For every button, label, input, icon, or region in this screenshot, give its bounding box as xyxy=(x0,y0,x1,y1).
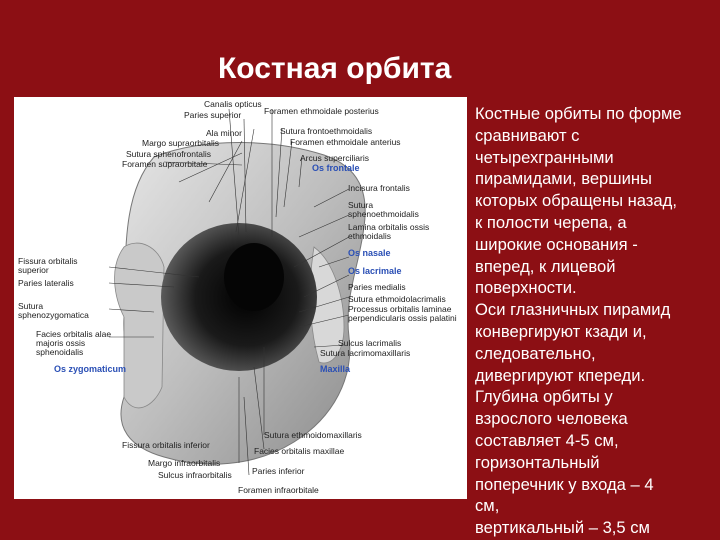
label-os-nasale: Os nasale xyxy=(348,248,391,258)
leader-lines xyxy=(108,108,350,476)
label-facies-orbitalis-alae-majoris: Facies orbitalis alae majoris ossis sphe… xyxy=(36,329,112,357)
text-line: вперед, к лицевой xyxy=(475,256,616,276)
label-sulcus-lacrimalis: Sulcus lacrimalis xyxy=(338,338,402,348)
label-os-zygomaticum: Os zygomaticum xyxy=(54,364,127,374)
text-line: составляет 4-5 см, xyxy=(475,430,619,450)
text-line: поперечник у входа – 4 xyxy=(475,474,654,494)
label-paries-inferior: Paries inferior xyxy=(252,466,305,476)
text-line: которых обращены назад, xyxy=(475,191,677,211)
text-line: конвергируют кзади и, xyxy=(475,321,647,341)
label-facies-orbitalis-maxillae: Facies orbitalis maxillae xyxy=(254,446,345,456)
text-line: дивергируют кпереди. xyxy=(475,365,646,385)
text-line: поверхности. xyxy=(475,278,577,298)
label-margo-infraorbitalis: Margo infraorbitalis xyxy=(148,458,221,468)
label-lamina-orbitalis: Lamina orbitalis ossis ethmoidalis xyxy=(348,222,430,241)
text-line: горизонтальный xyxy=(475,452,600,472)
label-margo-supraorbitalis: Margo supraorbitalis xyxy=(142,138,220,148)
text-line: пирамидами, вершины xyxy=(475,169,652,189)
text-line: к полости черепа, а xyxy=(475,212,627,232)
label-foramen-ethmoidale-anterius: Foramen ethmoidale anterius xyxy=(290,137,401,147)
text-line: см, xyxy=(475,496,500,516)
label-paries-lateralis: Paries lateralis xyxy=(18,278,74,288)
text-line: четырехгранными xyxy=(475,147,614,167)
label-sutura-ethmoidomaxillaris: Sutura ethmoidomaxillaris xyxy=(264,430,362,440)
text-line: вертикальный – 3,5 см xyxy=(475,518,650,538)
text-line: сравнивают с xyxy=(475,125,580,145)
label-processus-orbitalis: Processus orbitalis laminae perpendicula… xyxy=(348,304,457,323)
label-sutura-sphenofrontalis: Sutura sphenofrontalis xyxy=(126,149,212,159)
label-os-lacrimale: Os lacrimale xyxy=(348,266,402,276)
zygomatic-bone xyxy=(114,242,165,409)
text-line: взрослого человека xyxy=(475,409,628,429)
label-sulcus-infraorbitalis: Sulcus infraorbitalis xyxy=(158,470,232,480)
orbit-inner xyxy=(224,243,284,311)
label-fissura-orbitalis-superior: Fissura orbitalis superior xyxy=(18,256,78,275)
label-sutura-sphenozygomatica: Sutura sphenozygomatica xyxy=(18,301,89,320)
text-line: широкие основания - xyxy=(475,234,638,254)
label-foramen-infraorbitale: Foramen infraorbitale xyxy=(238,485,319,495)
slide-title: Костная орбита xyxy=(218,52,452,85)
label-incisura-frontalis: Incisura frontalis xyxy=(348,183,410,193)
label-canalis-opticus: Canalis opticus xyxy=(204,99,262,109)
label-paries-medialis: Paries medialis xyxy=(348,282,406,292)
label-sutura-sphenoethmoidalis: Sutura sphenoethmoidalis xyxy=(348,200,419,219)
label-sutura-ethmoidolacrimalis: Sutura ethmoidolacrimalis xyxy=(348,294,446,304)
label-sutura-frontoethmoidalis: Sutura frontoethmoidalis xyxy=(280,126,373,136)
text-line: Костные орбиты по форме xyxy=(475,104,682,123)
label-maxilla: Maxilla xyxy=(320,364,351,374)
label-foramen-supraorbitale: Foramen supraorbitale xyxy=(122,159,208,169)
label-os-frontale: Os frontale xyxy=(312,163,360,173)
orbit-anatomy-figure: Canalis opticus Paries superior Ala mino… xyxy=(14,97,467,499)
label-foramen-ethmoidale-posterius: Foramen ethmoidale posterius xyxy=(264,106,379,116)
text-line: следовательно, xyxy=(475,343,596,363)
body-text: Костные орбиты по форме сравнивают с чет… xyxy=(475,103,715,539)
label-sutura-lacrimomaxillaris: Sutura lacrimomaxillaris xyxy=(320,348,411,358)
label-fissura-orbitalis-inferior: Fissura orbitalis inferior xyxy=(122,440,210,450)
label-paries-superior: Paries superior xyxy=(184,110,242,120)
label-ala-minor: Ala minor xyxy=(206,128,242,138)
text-line: Оси глазничных пирамид xyxy=(475,300,671,320)
label-arcus-superciliaris: Arcus superciliaris xyxy=(300,153,369,163)
orbit-illustration xyxy=(108,108,366,476)
text-line: Глубина орбиты у xyxy=(475,387,613,407)
